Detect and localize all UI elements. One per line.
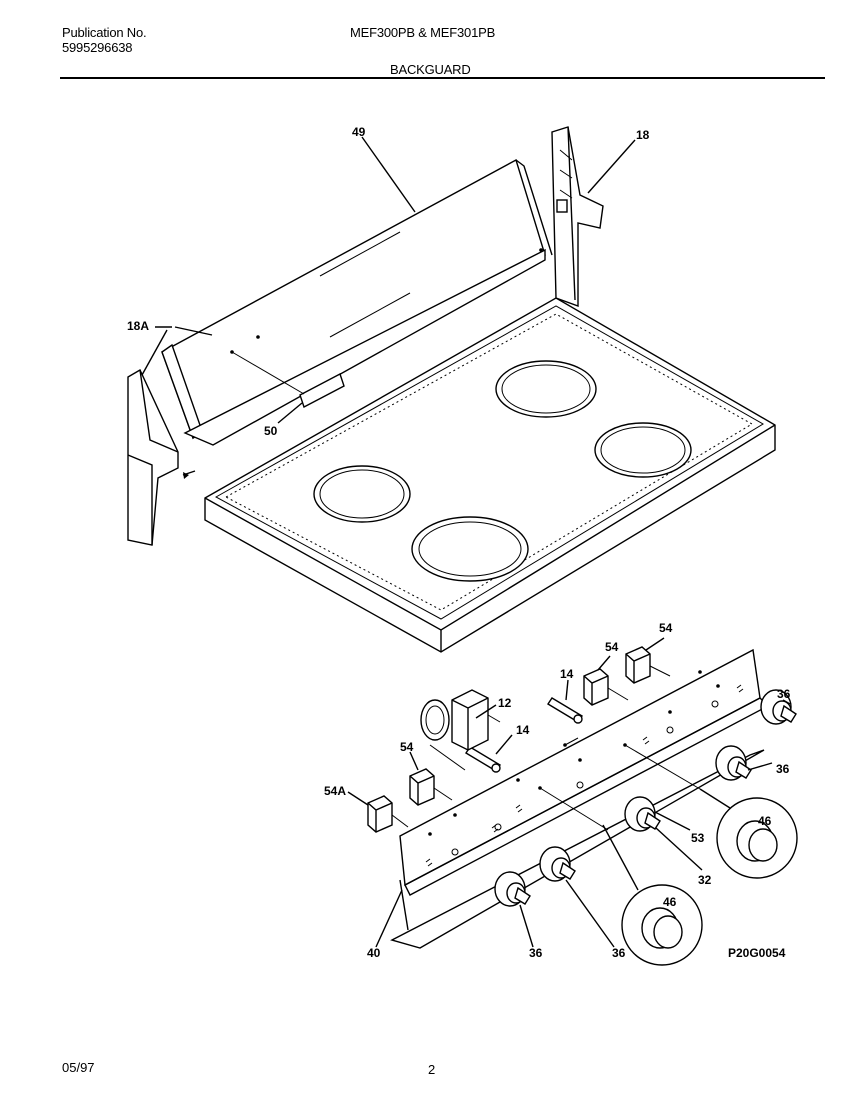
callout-36-d: 36: [612, 946, 626, 960]
knob: [715, 745, 752, 781]
end-cap-left: [127, 369, 196, 546]
knob-detail-left: [602, 824, 703, 966]
callout-14-a: 14: [560, 667, 574, 681]
switch: [583, 668, 629, 706]
callout-54A: 54A: [324, 784, 346, 798]
infinite-switch: [420, 689, 501, 771]
callout-36-b: 36: [776, 762, 790, 776]
callout-54-a: 54: [605, 640, 619, 654]
panel-holes: [425, 670, 744, 867]
burner-left-front: [411, 516, 529, 582]
publication-number: 5995296638: [62, 40, 133, 55]
cooktop: [204, 297, 776, 653]
knob-detail-right: [699, 788, 798, 879]
control-panel: [390, 648, 770, 949]
knob: [624, 796, 661, 832]
callout-36-a: 36: [777, 687, 791, 701]
footer-date: 05/97: [62, 1060, 95, 1075]
burner-right-rear: [495, 360, 597, 418]
callout-46-b: 46: [663, 895, 677, 909]
callout-53: 53: [691, 831, 705, 845]
footer-page-number: 2: [428, 1062, 436, 1077]
callout-36-c: 36: [529, 946, 543, 960]
callout-12: 12: [498, 696, 512, 710]
backguard-panel: [161, 158, 553, 446]
header-rule: [60, 77, 825, 79]
knob: [494, 871, 531, 907]
switch: [409, 768, 453, 806]
burner-left-rear: [313, 465, 411, 523]
section-title: BACKGUARD: [390, 62, 471, 77]
burner-right-front: [594, 422, 692, 478]
callout-labels: 49 18 18A 50 54 54 54 54A 14 14 12 36 36…: [127, 125, 791, 960]
switch: [367, 795, 409, 833]
callout-32: 32: [698, 873, 712, 887]
callout-46-a: 46: [758, 814, 772, 828]
switches: [367, 646, 671, 833]
callout-40: 40: [367, 946, 381, 960]
control-knobs: [494, 689, 797, 907]
callout-14-b: 14: [516, 723, 530, 737]
model-numbers: MEF300PB & MEF301PB: [350, 25, 496, 40]
callout-50: 50: [264, 424, 278, 438]
publication-label: Publication No.: [62, 25, 147, 40]
callout-54-b: 54: [659, 621, 673, 635]
knob: [539, 846, 576, 882]
end-cap-right: [551, 126, 604, 307]
knob: [760, 689, 797, 725]
callout-18: 18: [636, 128, 650, 142]
callout-49: 49: [352, 125, 366, 139]
leader-lines: [141, 136, 791, 948]
figure-code: P20G0054: [728, 946, 786, 960]
callout-18a: 18A: [127, 319, 149, 333]
callout-54-c: 54: [400, 740, 414, 754]
indicator-lights: [465, 697, 583, 773]
switch: [625, 646, 671, 684]
